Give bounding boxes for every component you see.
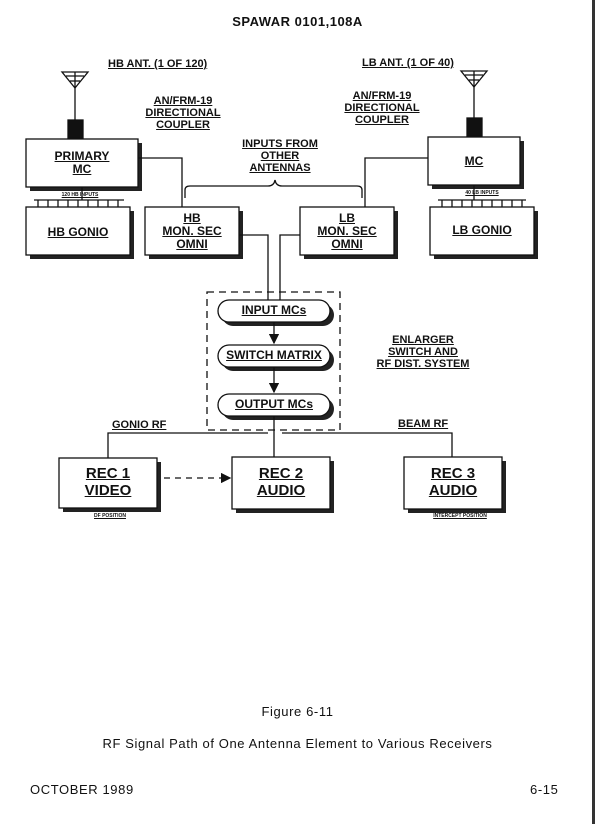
rec1-label: REC 1 VIDEO bbox=[84, 465, 132, 499]
switch-matrix-label: SWITCH MATRIX bbox=[226, 348, 322, 362]
rec3-label: REC 3 AUDIO bbox=[428, 465, 478, 499]
lb-coupler-block bbox=[466, 117, 483, 137]
page-number: 6-15 bbox=[530, 782, 559, 797]
lb-inputs-label: 40 LB INPUTS bbox=[465, 190, 499, 196]
hb-coupler-line bbox=[138, 157, 183, 207]
mc-box bbox=[427, 136, 521, 186]
lb-antenna-icon bbox=[459, 70, 489, 118]
gonio-rf-label: GONIO RF bbox=[112, 419, 167, 431]
left-coupler-label: AN/FRM-19 DIRECTIONAL COUPLER bbox=[145, 95, 221, 131]
hb-mon-box bbox=[144, 206, 240, 256]
figure-number: Figure 6-11 bbox=[261, 704, 334, 719]
intercept-position-label: INTERCEPT POSITION bbox=[433, 513, 487, 519]
output-mcs-label: OUTPUT MCs bbox=[235, 397, 313, 411]
beam-rf-label: BEAM RF bbox=[398, 418, 449, 430]
input-mcs-label: INPUT MCs bbox=[241, 303, 307, 317]
footer-date: OCTOBER 1989 bbox=[30, 782, 134, 797]
primary-mc-box bbox=[25, 138, 139, 188]
page-edge bbox=[592, 0, 595, 824]
inputs-from-label: INPUTS FROM OTHER ANTENNAS bbox=[242, 138, 318, 174]
lb-antenna-label: LB ANT. (1 OF 40) bbox=[362, 57, 454, 69]
lb-mon-label: LB MON. SEC OMNI bbox=[317, 211, 377, 251]
enlarger-label: ENLARGER SWITCH AND RF DIST. SYSTEM bbox=[376, 334, 470, 370]
hb-input-ticks bbox=[34, 199, 124, 207]
hb-antenna-label: HB ANT. (1 OF 120) bbox=[108, 58, 208, 70]
rec3-box bbox=[403, 456, 503, 510]
hb-mon-label: HB MON. SEC OMNI bbox=[162, 211, 222, 251]
hb-antenna-icon bbox=[60, 71, 90, 120]
df-position-label: DF POSITION bbox=[94, 513, 126, 519]
hb-coupler-block bbox=[67, 119, 84, 139]
figure-title: RF Signal Path of One Antenna Element to… bbox=[102, 736, 493, 751]
hb-inputs-label: 120 HB INPUTS bbox=[61, 192, 99, 198]
lb-input-ticks bbox=[438, 199, 526, 207]
lb-gonio-label: LB GONIO bbox=[452, 223, 512, 237]
rec2-label: REC 2 AUDIO bbox=[256, 465, 306, 499]
lb-coupler-line bbox=[364, 157, 428, 207]
primary-mc-label: PRIMARY MC bbox=[54, 149, 110, 176]
lb-mon-box bbox=[299, 206, 395, 256]
document-id: SPAWAR 0101,108A bbox=[232, 14, 363, 29]
rec2-box bbox=[231, 456, 331, 510]
hb-gonio-label: HB GONIO bbox=[47, 225, 109, 239]
lb-gonio-box bbox=[429, 206, 535, 256]
inputs-brace bbox=[184, 179, 363, 198]
right-coupler-label: AN/FRM-19 DIRECTIONAL COUPLER bbox=[344, 90, 420, 126]
rec1-box bbox=[58, 457, 158, 509]
mc-label: MC bbox=[464, 154, 484, 168]
